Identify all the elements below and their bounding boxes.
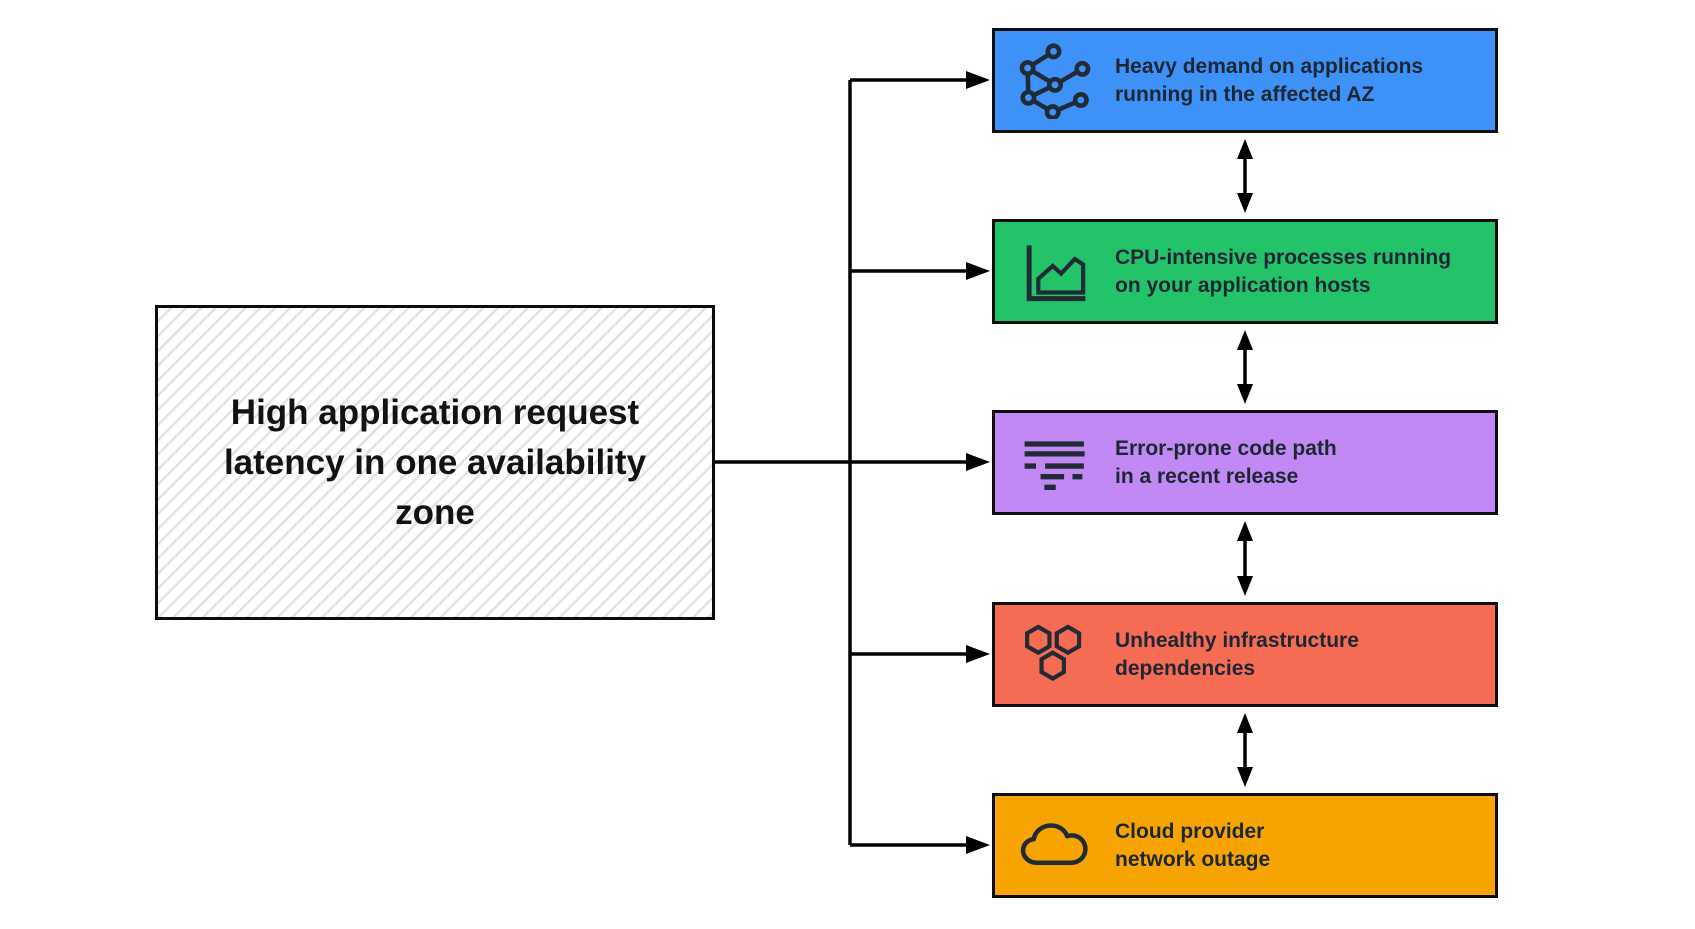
- hypothesis-label-line1: Heavy demand on applications: [1115, 54, 1424, 78]
- arrowhead-up-1: [1237, 139, 1253, 159]
- hypothesis-label-line2: on your application hosts: [1115, 273, 1371, 297]
- hypothesis-label-line1: Cloud provider: [1115, 819, 1265, 843]
- arrowhead-down-4: [1237, 767, 1253, 787]
- hypothesis-label-line1: Error-prone code path: [1115, 436, 1337, 460]
- hypothesis-label-line2: in a recent release: [1115, 464, 1299, 488]
- area-chart-icon: [1026, 244, 1086, 301]
- arrowhead-down-3: [1237, 576, 1253, 596]
- hypothesis-label-line2: running in the affected AZ: [1115, 82, 1375, 106]
- log-lines-icon: [1024, 440, 1085, 490]
- hypothesis-label-line1: CPU-intensive processes running: [1115, 245, 1452, 269]
- hypothesis-box-cloud-outage: Cloud provider network outage: [992, 793, 1498, 898]
- hypothesis-box-unhealthy-infrastructure: Unhealthy infrastructure dependencies: [992, 602, 1498, 707]
- arrowhead-2: [966, 262, 990, 280]
- hypothesis-label: Error-prone code path in a recent releas…: [1115, 435, 1337, 491]
- hypothesis-label: CPU-intensive processes running on your …: [1115, 244, 1451, 300]
- arrowhead-1: [966, 71, 990, 89]
- hypothesis-label-line2: network outage: [1115, 847, 1271, 871]
- hypothesis-box-heavy-demand: Heavy demand on applications running in …: [992, 28, 1498, 133]
- hypothesis-box-error-prone-code: Error-prone code path in a recent releas…: [992, 410, 1498, 515]
- root-cause-text: High application request latency in one …: [223, 392, 647, 532]
- arrowhead-4: [966, 645, 990, 663]
- arrowhead-up-4: [1237, 713, 1253, 733]
- cloud-icon: [1020, 822, 1088, 865]
- arrowhead-up-3: [1237, 521, 1253, 541]
- root-cause-box: High application request latency in one …: [155, 305, 715, 620]
- arrowhead-down-2: [1237, 384, 1253, 404]
- arrowhead-up-2: [1237, 330, 1253, 350]
- arrowhead-3: [966, 453, 990, 471]
- hexagons-icon: [1025, 623, 1082, 681]
- hypothesis-box-cpu-intensive: CPU-intensive processes running on your …: [992, 219, 1498, 324]
- network-graph-icon: [1019, 42, 1091, 119]
- hypothesis-label: Unhealthy infrastructure dependencies: [1115, 627, 1359, 683]
- hypothesis-label: Cloud provider network outage: [1115, 818, 1270, 874]
- arrowhead-down-1: [1237, 193, 1253, 213]
- arrowhead-5: [966, 836, 990, 854]
- hypothesis-label-line1: Unhealthy infrastructure: [1115, 628, 1359, 652]
- hypothesis-label-line2: dependencies: [1115, 656, 1256, 680]
- hypothesis-label: Heavy demand on applications running in …: [1115, 53, 1423, 109]
